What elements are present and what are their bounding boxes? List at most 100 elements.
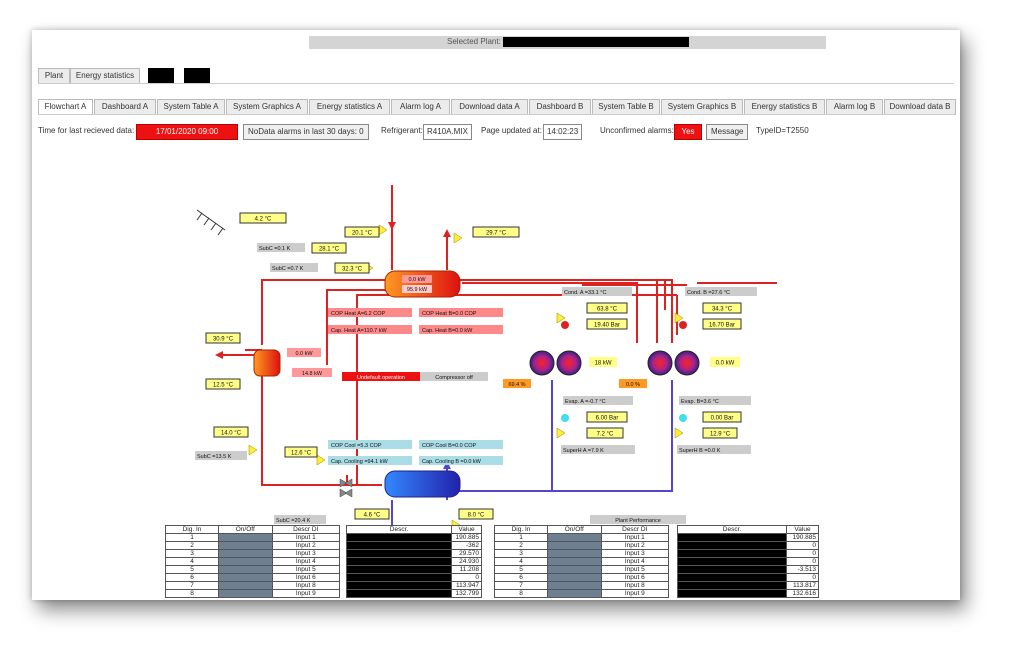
tab-system-graphics-a[interactable]: System Graphics A [226,99,308,115]
cop-labels: COP Heat A=6.2 COP COP Heat B=0.0 COP Ca… [328,308,503,465]
cop-heat-b: COP Heat B=0.0 COP [422,311,477,317]
table-row: 0 [677,549,819,558]
tab-download-data-a[interactable]: Download data A [451,99,528,115]
tab-flowchart-a[interactable]: Flowchart A [38,99,93,115]
col-on-off: On/Off [547,525,602,534]
pressure-sensor-a-low [561,414,569,422]
col-value: Value [786,525,819,534]
app-window: Selected Plant: Plant Energy statistics … [32,30,960,600]
col-descr-di: Descr DI [271,525,341,534]
tab-dashboard-a[interactable]: Dashboard A [94,99,156,115]
typeid-label: TypeID=T2550 [756,126,809,135]
tab-energy-statistics[interactable]: Energy statistics [70,68,140,84]
col-descr-di: Descr DI [600,525,670,534]
value-labels: 4.2 °C 20.1 °C 28.1 °C 32.3 °C 29.7 °C 3… [205,212,742,520]
cop-heat-a: COP Heat A=6.2 COP [331,311,385,317]
cond-b-label: Cond. B =27.6 °C [687,290,730,296]
compressor-b1[interactable] [647,350,673,376]
values-table-b: Descr. Value 190.885 0 0 0 -3.513 0 113.… [677,525,819,598]
tab-plant[interactable]: Plant [38,68,70,84]
refrigerant-label: Refrigerant: [381,126,423,135]
operation-alarm-label: Undefault operation [357,375,405,381]
compressor-a-kw-value: 18 kW [594,361,611,367]
cop-cool-b: COP Cool B=0.0 COP [422,443,476,449]
status-labels: Undefault operation Compressor off 69.4 … [342,372,647,388]
condenser-vessel[interactable] [384,270,461,298]
superh-a-label: SuperH A =7.9 K [563,448,604,454]
condenser-kw2: 95.9 kW [407,287,428,293]
unconfirmed-alarms-value[interactable]: Yes [674,124,702,140]
tab-energy-statistics-a[interactable]: Energy statistics A [309,99,390,115]
tab-redacted-2[interactable] [184,68,210,84]
tab-system-table-b[interactable]: System Table B [592,99,660,115]
subc1-label: SubC =0.1 K [259,246,291,252]
pressure-sensor-b-high [679,321,687,329]
table-row: -362 [346,541,482,550]
capacity-pct-b: 0.0 % [626,382,640,388]
compressor-b2[interactable] [674,350,700,376]
col-value: Value [451,525,482,534]
table-row: -3.513 [677,565,819,574]
cop-cool-a: COP Cool =5.3 COP [331,443,382,449]
col-descr: Descr. [677,525,787,534]
temp-80-value: 8.0 °C [468,513,485,519]
pressure-sensor-a-high [561,321,569,329]
temp-125-value: 12.5 °C [213,383,234,389]
table-row: 0 [677,573,819,582]
cap-heat-b: Cap. Heat B=0.0 kW [422,328,473,334]
message-button[interactable]: Message [706,124,749,140]
subc3-label: SubC =13.5 K [197,454,232,460]
temp-out-top-value: 29.7 °C [486,231,507,237]
cap-heat-a: Cap. Heat A=110.7 kW [331,328,388,334]
cap-cool-a: Cap. Cooling =94.1 kW [331,459,389,465]
table-row: 113.947 [346,581,482,590]
table-row: 113.817 [677,581,819,590]
superh-b-label: SuperH B =0.0 K [679,448,721,454]
temp-323-value: 32.3 °C [342,267,363,273]
tab-download-data-b[interactable]: Download data B [884,99,956,115]
table-row: 190.885 [677,533,819,542]
pressure-b-16-value: 16.70 Bar [709,323,735,329]
temp-140-value: 14.0 °C [221,431,242,437]
divider [38,83,954,84]
pressure-a-19-value: 19.40 Bar [594,323,620,329]
evap-b-label: Evap. B=3.6 °C [681,399,719,405]
capacity-pct-a: 69.4 % [508,382,525,388]
tab-energy-statistics-b[interactable]: Energy statistics B [744,99,825,115]
temp-b-129-value: 12.9 °C [710,432,731,438]
plant-name-redacted [503,37,689,47]
subc4-label: SubC =20.4 K [276,518,311,524]
evaporator-vessel[interactable] [384,470,461,498]
table-row: 0 [346,573,482,582]
temp-309-value: 30.9 °C [213,337,234,343]
nodata-alarms-button[interactable]: NoData alarms in last 30 days: 0 [243,124,369,140]
tab-alarm-log-b[interactable]: Alarm log B [826,99,883,115]
outdoor-temp-value: 4.2 °C [255,217,272,223]
tab-dashboard-b[interactable]: Dashboard B [529,99,591,115]
table-row: 11.208 [346,565,482,574]
tab-system-graphics-b[interactable]: System Graphics B [661,99,743,115]
condenser-kw: 0.0 kW [408,277,426,283]
col-dig-in: Dig. In [494,525,548,534]
time-label: Time for last recieved data: [38,126,135,135]
tab-system-table-a[interactable]: System Table A [157,99,225,115]
heat-exchanger[interactable] [253,349,281,377]
info-labels: SubC =0.1 K SubC =0.7 K Cond. A =33.1 °C… [195,243,757,524]
selected-plant-bar: Selected Plant: [309,36,826,49]
tab-redacted-1[interactable] [148,68,174,84]
compressor-a1[interactable] [529,350,555,376]
evap-a-label: Evap. A =-0.7 °C [565,399,606,405]
compressor-a2[interactable] [556,350,582,376]
divider [38,114,954,115]
unconfirmed-alarms-label: Unconfirmed alarms: [600,126,674,135]
tab-alarm-log-a[interactable]: Alarm log A [391,99,450,115]
